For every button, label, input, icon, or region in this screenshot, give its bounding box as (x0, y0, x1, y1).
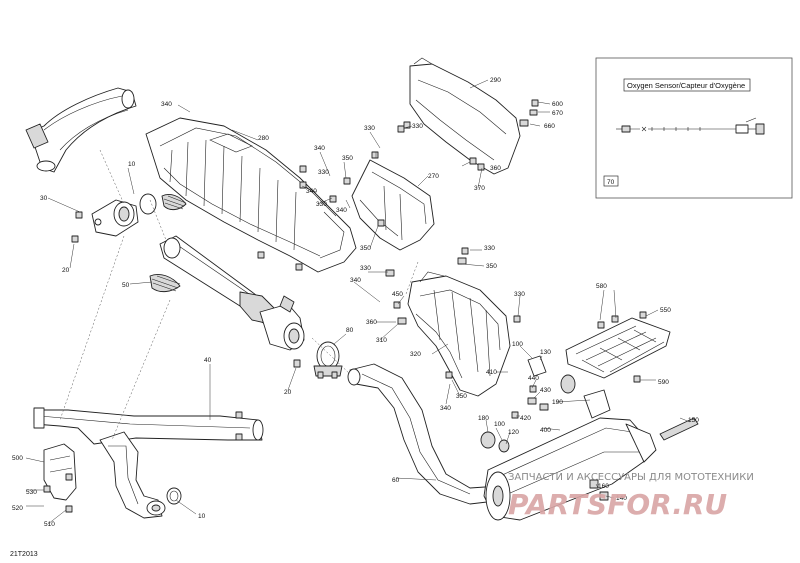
label-330: 330 (514, 291, 525, 298)
label-30: 30 (40, 195, 48, 202)
inset-ref-box (603, 175, 619, 187)
heat-shield-320 (407, 271, 511, 397)
oxygen-sensor-drawing (616, 117, 765, 135)
label-400: 400 (540, 427, 551, 434)
label-350: 350 (486, 263, 497, 270)
heat-shield-280 (145, 117, 357, 273)
exhaust-flange (91, 193, 157, 237)
band-clamp-80 (313, 341, 343, 379)
label-530: 530 (26, 489, 37, 496)
label-450: 450 (392, 291, 403, 298)
label-160: 160 (598, 483, 609, 490)
label-330: 330 (412, 123, 423, 130)
label-340: 340 (350, 277, 361, 284)
label-510: 510 (44, 521, 55, 528)
label-420: 420 (520, 415, 531, 422)
inset-title-box (623, 78, 751, 92)
rear-exhaust-pipe (347, 363, 505, 505)
label-340: 340 (440, 405, 451, 412)
bracket-550 (565, 311, 671, 383)
inset-ref-label: 70 (607, 179, 615, 186)
label-20: 20 (284, 389, 292, 396)
label-190: 190 (552, 399, 563, 406)
label-350: 350 (456, 393, 467, 400)
spring-clamp-50 (161, 193, 187, 211)
label-130: 130 (540, 349, 551, 356)
label-670: 670 (552, 110, 563, 117)
bolts-600-670-660 (257, 99, 539, 325)
header-pipe-upper (25, 87, 137, 173)
label-50: 50 (122, 282, 130, 289)
label-330: 330 (484, 245, 495, 252)
label-340: 340 (314, 145, 325, 152)
middle-exhaust-pipe (159, 235, 305, 351)
assembly-guide-lines (59, 149, 419, 441)
watermark-logo: PARTSFOR.RU (508, 488, 727, 521)
oxygen-sensor-inset: Oxygen Sensor/Capteur d'Oxygène 70 (595, 57, 793, 199)
heat-shield-270 (351, 159, 435, 251)
label-290: 290 (490, 77, 501, 84)
nut-20 (293, 359, 301, 368)
label-120: 120 (508, 429, 519, 436)
header-pipe-lower (99, 431, 182, 519)
label-20: 20 (62, 267, 70, 274)
label-100: 100 (512, 341, 523, 348)
label-590: 590 (658, 379, 669, 386)
label-80: 80 (346, 327, 354, 334)
spring-clamp-59 (149, 274, 181, 293)
label-360: 360 (490, 165, 501, 172)
label-320: 320 (410, 351, 421, 358)
label-430: 430 (540, 387, 551, 394)
label-40: 40 (204, 357, 212, 364)
part-labels: 340 30 10 20 50 280 340 350 330 340 330 … (12, 77, 699, 528)
watermark-tagline: ЗАПЧАСТИ И АКСЕССУАРЫ ДЛЯ МОТОТЕХНИКИ (508, 472, 754, 483)
label-330: 330 (316, 201, 327, 208)
label-150: 150 (688, 417, 699, 424)
lower-front-pipe (33, 407, 264, 445)
label-600: 600 (552, 101, 563, 108)
muffler (483, 417, 699, 521)
label-520: 520 (12, 505, 23, 512)
label-60: 60 (392, 477, 400, 484)
heat-shield-290 (409, 57, 521, 175)
label-660: 660 (544, 123, 555, 130)
diagram-code: 21T2013 (10, 551, 38, 558)
label-330: 330 (364, 125, 375, 132)
label-180: 180 (478, 415, 489, 422)
label-350: 350 (360, 245, 371, 252)
leader-lines (25, 79, 691, 525)
inset-title: Oxygen Sensor/Capteur d'Oxygène (627, 81, 745, 90)
label-280: 280 (258, 135, 269, 142)
label-500: 500 (12, 455, 23, 462)
label-550: 550 (660, 307, 671, 314)
label-340: 340 (161, 101, 172, 108)
label-440: 440 (528, 375, 539, 382)
label-340: 340 (306, 188, 317, 195)
label-580: 580 (596, 283, 607, 290)
label-340: 340 (336, 207, 347, 214)
bracket-500 (43, 443, 77, 513)
label-140: 140 (616, 495, 627, 502)
label-330: 330 (360, 265, 371, 272)
bolt-20-left (71, 211, 83, 243)
label-350: 350 (342, 155, 353, 162)
label-10: 10 (198, 513, 206, 520)
label-310: 310 (376, 337, 387, 344)
label-270: 270 (428, 173, 439, 180)
spacers-and-mounts (445, 355, 611, 453)
label-100: 100 (494, 421, 505, 428)
label-10: 10 (128, 161, 136, 168)
label-330: 330 (318, 169, 329, 176)
label-410: 410 (486, 369, 497, 376)
label-360: 360 (366, 319, 377, 326)
label-370: 370 (474, 185, 485, 192)
